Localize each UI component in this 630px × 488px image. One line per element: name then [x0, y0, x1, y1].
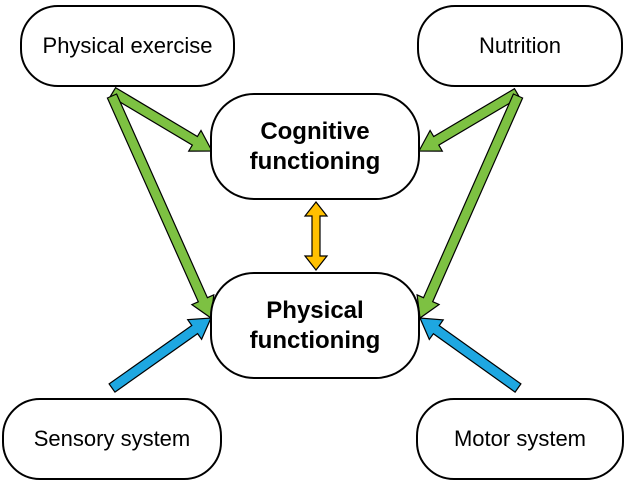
- arrow-motor-system-to-physical-functioning: [419, 317, 522, 393]
- node-physical-functioning-label-line1: Physical: [266, 296, 364, 324]
- node-sensory-system: Sensory system: [2, 398, 222, 480]
- node-motor-system: Motor system: [416, 398, 624, 480]
- node-motor-system-label: Motor system: [453, 426, 587, 451]
- node-nutrition: Nutrition: [417, 5, 623, 87]
- node-physical-functioning: Physical functioning: [210, 272, 420, 379]
- arrow-physical-exercise-to-physical-functioning: [106, 93, 215, 320]
- node-cognitive-functioning-label-line1: Cognitive: [260, 117, 370, 145]
- arrow-nutrition-to-cognitive-functioning: [417, 87, 521, 152]
- node-physical-functioning-label-line2: functioning: [249, 326, 381, 354]
- node-nutrition-label: Nutrition: [479, 33, 561, 58]
- arrow-physical-exercise-to-cognitive-functioning: [109, 86, 214, 152]
- arrow-nutrition-to-physical-functioning: [416, 93, 524, 320]
- arrow-cognitive-functioning-to-physical-functioning: [303, 201, 329, 271]
- arrow-sensory-system-to-physical-functioning: [108, 317, 212, 393]
- node-cognitive-functioning: Cognitive functioning: [210, 93, 420, 200]
- node-physical-exercise: Physical exercise: [20, 5, 235, 87]
- node-cognitive-functioning-label-line2: functioning: [249, 147, 381, 175]
- node-sensory-system-label: Sensory system: [33, 426, 191, 451]
- node-physical-exercise-label: Physical exercise: [42, 33, 213, 58]
